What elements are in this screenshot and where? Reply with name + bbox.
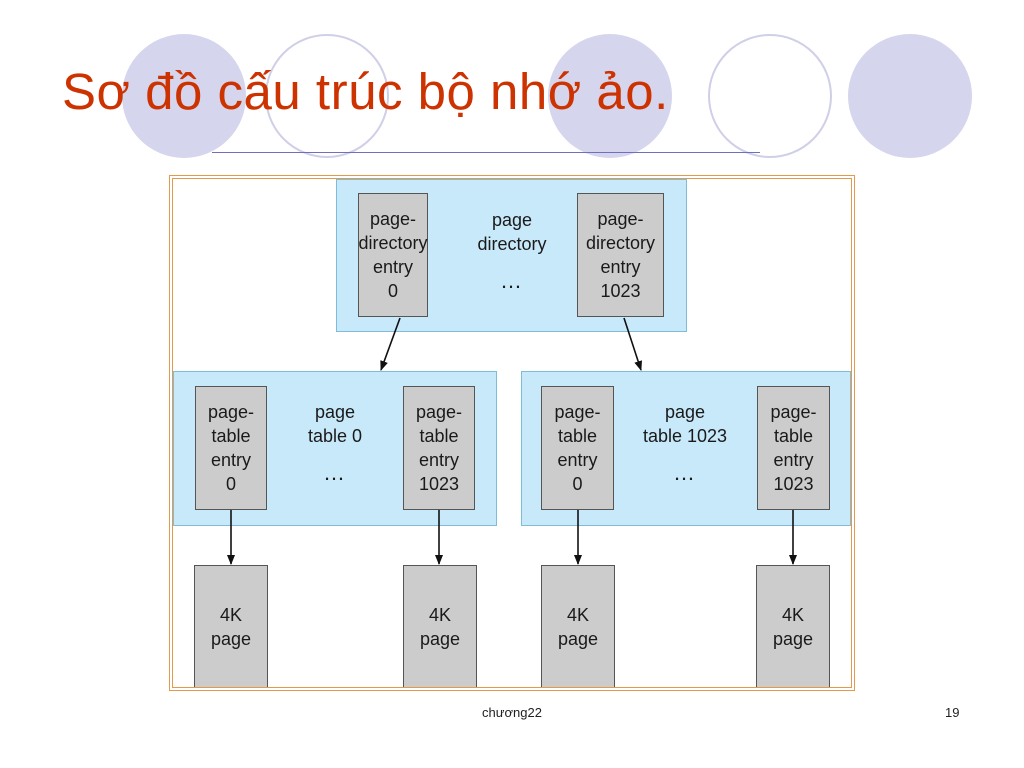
slide-title: Sơ đồ cấu trúc bộ nhớ ảo. xyxy=(62,63,669,120)
decor-circle xyxy=(122,34,246,158)
page-directory-label: page directory xyxy=(477,210,547,254)
page-table-1023-entry-first: page- table entry 0 xyxy=(541,386,614,510)
slide-number: 19 xyxy=(945,705,960,720)
page-table-0-label: page table 0 xyxy=(307,402,363,446)
footer-chapter: chương22 xyxy=(482,705,542,720)
entry-label: page- table entry 0 xyxy=(207,402,255,494)
arrow-dir-to-table-0 xyxy=(380,317,401,371)
entry-label: page- table entry 1023 xyxy=(770,402,817,494)
page-4k-box: 4K page xyxy=(756,565,830,687)
page-directory-ellipsis: … xyxy=(500,268,524,293)
decor-ring xyxy=(265,34,389,158)
decor-circle xyxy=(548,34,672,158)
entry-label: page- directory entry 1023 xyxy=(585,209,656,301)
decor-circle xyxy=(848,34,972,158)
arrow-dir-to-table-1023 xyxy=(623,317,643,371)
page-table-0-entry-last: page- table entry 1023 xyxy=(403,386,475,510)
page-4k-box: 4K page xyxy=(541,565,615,687)
entry-label: page- directory entry 0 xyxy=(358,209,428,301)
entry-label: page- table entry 0 xyxy=(554,402,601,494)
page-4k-label: 4K page xyxy=(210,604,252,649)
page-table-0-entry-first: page- table entry 0 xyxy=(195,386,267,510)
page-table-0-ellipsis: … xyxy=(323,460,347,485)
page-4k-label: 4K page xyxy=(419,604,461,649)
page-directory-entry-first: page- directory entry 0 xyxy=(358,193,428,317)
page-table-1023-label: page table 1023 xyxy=(642,402,728,446)
page-table-1023-entry-last: page- table entry 1023 xyxy=(757,386,830,510)
entry-label: page- table entry 1023 xyxy=(415,402,463,494)
page-4k-box: 4K page xyxy=(194,565,268,687)
page-4k-box: 4K page xyxy=(403,565,477,687)
page-4k-label: 4K page xyxy=(557,604,599,649)
title-underline xyxy=(212,152,760,153)
page-directory-entry-last: page- directory entry 1023 xyxy=(577,193,664,317)
page-table-1023-ellipsis: … xyxy=(673,460,697,485)
page-4k-label: 4K page xyxy=(772,604,814,649)
decor-ring xyxy=(708,34,832,158)
